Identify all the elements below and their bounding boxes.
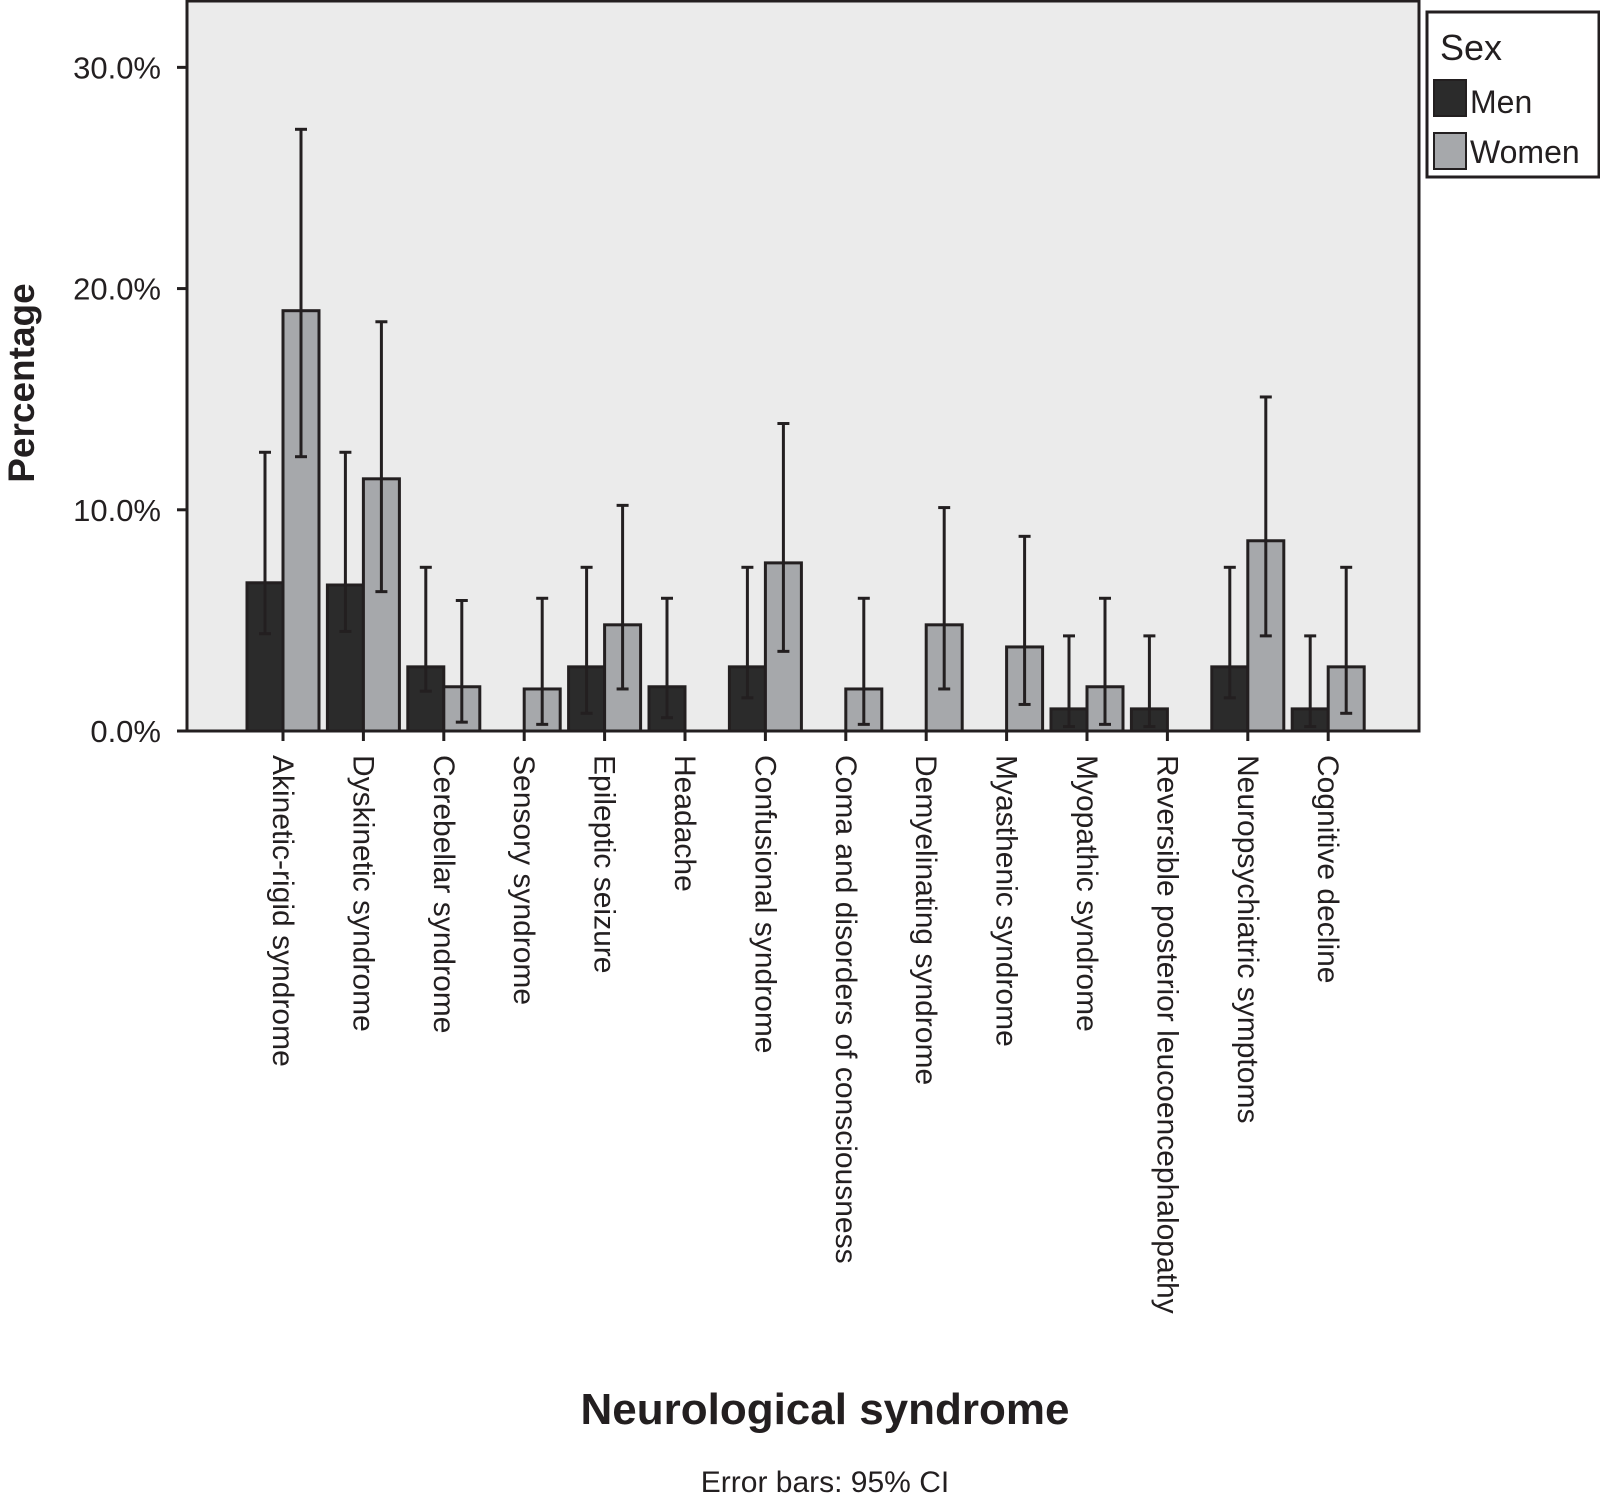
error-bar-note: Error bars: 95% CI [701, 1466, 949, 1499]
legend-title: Sex [1440, 27, 1502, 68]
plot-frame [185, 0, 1421, 733]
x-axis: Akinetic-rigid syndrome Dyskinetic syndro… [266, 731, 1344, 1314]
x-axis-title: Neurological syndrome [580, 1385, 1069, 1434]
legend-swatch-men [1433, 79, 1467, 117]
y-tick-label: 20.0% [73, 272, 161, 307]
x-tick-label: Coma and disorders of consciousness [829, 755, 862, 1264]
x-tick-label: Akinetic-rigid syndrome [266, 755, 299, 1067]
y-tick-label: 30.0% [73, 50, 161, 85]
x-tick-label: Myasthenic syndrome [990, 755, 1023, 1047]
x-tick-label: Neuropsychiatric symptoms [1231, 755, 1264, 1123]
x-tick-label: Cognitive decline [1311, 755, 1344, 983]
x-tick-label: Sensory syndrome [507, 755, 540, 1005]
x-tick-label: Reversible posterior leucoencephalopathy [1150, 755, 1183, 1314]
y-axis: 0.0% 10.0% 20.0% 30.0% [73, 50, 187, 749]
y-axis-title: Percentage [1, 283, 42, 483]
x-tick-label: Cerebellar syndrome [427, 755, 460, 1033]
legend-label-men: Men [1470, 84, 1532, 120]
x-tick-label: Headache [668, 755, 701, 892]
legend-swatch-women [1433, 132, 1467, 170]
x-tick-label: Confusional syndrome [748, 755, 781, 1054]
x-tick-label: Myopathic syndrome [1070, 755, 1103, 1032]
x-tick-label: Dyskinetic syndrome [346, 755, 379, 1032]
legend-label-women: Women [1470, 134, 1580, 170]
y-tick-label: 10.0% [73, 493, 161, 528]
legend[interactable]: Sex Men Women [1425, 10, 1600, 179]
error-bars-layer [259, 127, 1353, 729]
y-tick-label: 0.0% [90, 714, 161, 749]
x-tick-label: Epileptic seizure [588, 755, 621, 973]
x-tick-label: Demyelinating syndrome [909, 755, 942, 1085]
